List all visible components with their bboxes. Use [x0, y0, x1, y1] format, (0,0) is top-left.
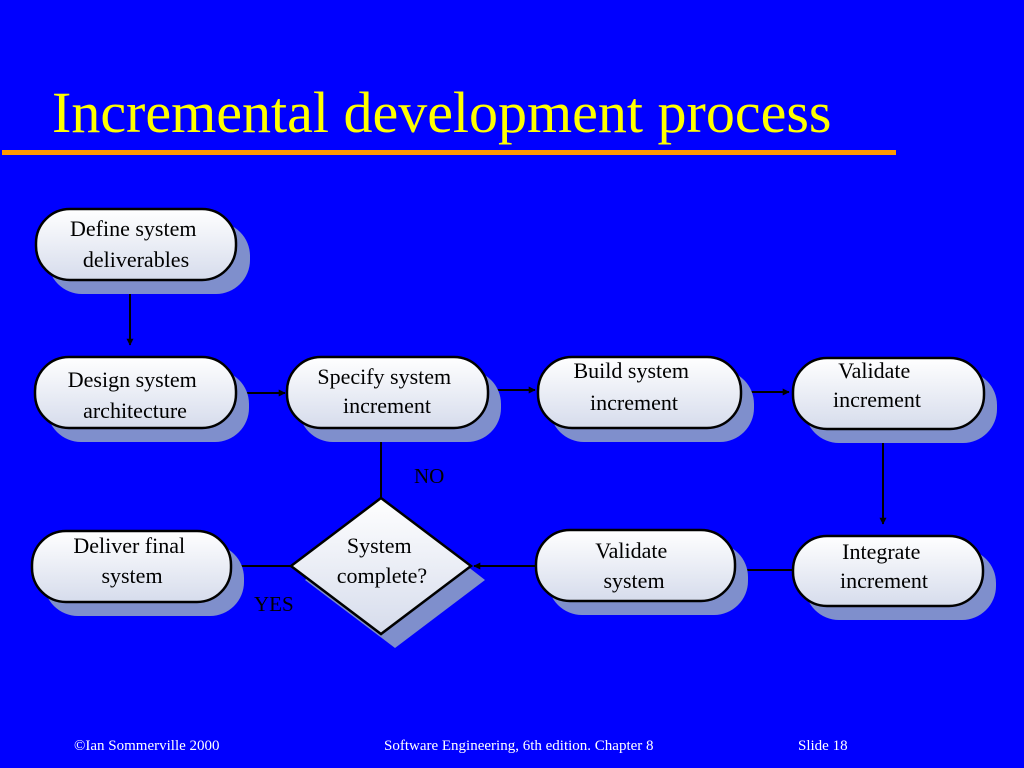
edge-label-yes: YES — [254, 592, 294, 616]
node-label-line: increment — [840, 568, 928, 593]
footer-slide-number: Slide 18 — [798, 738, 848, 754]
node-label-line: Validate — [838, 358, 910, 383]
svg-text:Specify system increment: Specify system increment — [317, 364, 456, 418]
slide-title: Incremental development process — [52, 80, 832, 145]
svg-text:Define system deliverabl: Define system deliverables — [70, 216, 202, 272]
node-specify-increment: Specify system increment — [285, 355, 501, 442]
node-integrate-increment: Integrate increment — [791, 534, 996, 620]
svg-text:Build system increment: Build system increment — [573, 358, 694, 415]
node-label-line: complete? — [337, 563, 427, 588]
node-validate-increment: Validate increment — [791, 356, 997, 443]
node-define-deliverables: Define system deliverables — [34, 207, 250, 294]
svg-text:Deliver final system: Deliver final system — [73, 533, 190, 588]
edge-label-no: NO — [414, 464, 444, 488]
node-label-line: System — [347, 533, 412, 558]
node-label-line: Build system — [573, 358, 689, 383]
node-deliver-final-system: Deliver final system — [30, 529, 244, 616]
node-label-line: increment — [590, 390, 678, 415]
node-label-line: architecture — [83, 398, 187, 423]
node-label-line: Deliver final — [73, 533, 185, 558]
footer-copyright: ©Ian Sommerville 2000 — [74, 738, 220, 754]
svg-text:Integrate increment: Integrate increment — [840, 539, 928, 593]
footer-book: Software Engineering, 6th edition. Chapt… — [384, 738, 654, 754]
node-design-architecture: Design system architecture — [33, 355, 249, 442]
decision-system-complete: System complete? — [288, 496, 485, 648]
node-label-line: increment — [343, 393, 431, 418]
node-label-line: Validate — [595, 538, 667, 563]
node-label-line: Define system — [70, 216, 196, 241]
node-label-line: Design system — [68, 367, 197, 392]
node-validate-system: Validate system — [534, 528, 748, 615]
node-label-line: Integrate — [842, 539, 920, 564]
node-label-line: system — [101, 563, 162, 588]
title-underline — [2, 150, 896, 155]
svg-text:Design system architectu: Design system architecture — [68, 367, 202, 423]
svg-text:Validate system: Validate system — [595, 538, 673, 593]
node-label-line: increment — [833, 387, 921, 412]
node-label-line: deliverables — [83, 247, 189, 272]
node-label-line: Specify system — [317, 364, 451, 389]
node-label-line: system — [603, 568, 664, 593]
svg-text:Validate increment: Validate increment — [833, 358, 921, 412]
node-build-increment: Build system increment — [536, 355, 754, 442]
svg-text:System complete?: System complete? — [337, 533, 427, 588]
